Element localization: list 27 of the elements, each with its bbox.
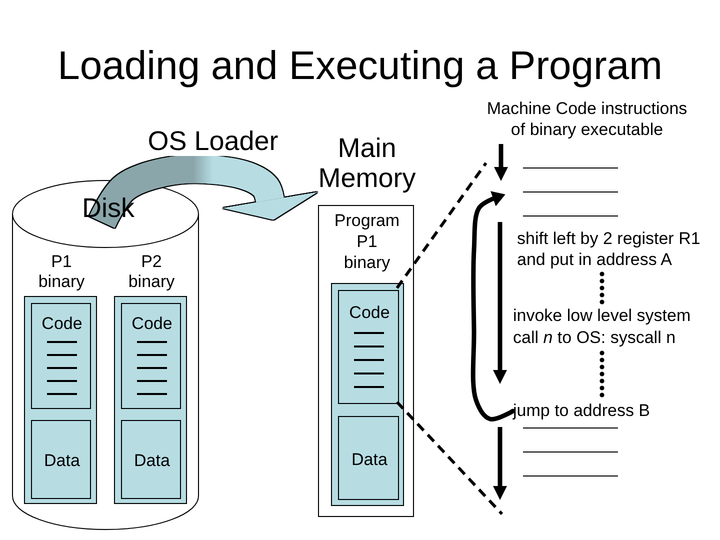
node-label: Data <box>350 450 388 470</box>
data-segment-box <box>121 420 181 499</box>
column-heading: Machine Code instructions of binary executable <box>486 98 688 140</box>
node-label: Data <box>43 451 81 471</box>
box-heading: Main Memory <box>317 133 417 193</box>
disk-cylinder <box>12 180 199 530</box>
instruction-text: invoke low level system call n to OS: syscall n <box>513 305 692 350</box>
title: Loading and Executing a Program <box>56 43 664 90</box>
instruction-text: jump to address B <box>513 400 653 421</box>
box-heading: P2 binary <box>127 252 176 292</box>
node-label: Code <box>348 303 391 323</box>
curved-block-arrow <box>89 155 318 228</box>
dashed-line <box>396 400 504 516</box>
node-label: Program P1 binary <box>333 210 401 273</box>
node-label: Code <box>40 314 84 334</box>
dashed-line <box>396 162 488 289</box>
data-segment-box <box>31 420 91 499</box>
code-segment-box <box>31 303 91 409</box>
code-segment-box <box>121 303 181 409</box>
data-segment-box <box>338 416 399 500</box>
segment-box <box>331 283 404 506</box>
node-label: Code <box>130 314 174 334</box>
code-segment-box <box>338 290 399 404</box>
instruction-text: shift left by 2 register R1 and put in address A <box>517 228 702 270</box>
curved-arrow <box>470 191 516 422</box>
box-heading: P1 binary <box>37 252 86 292</box>
node-label: Data <box>133 451 171 471</box>
